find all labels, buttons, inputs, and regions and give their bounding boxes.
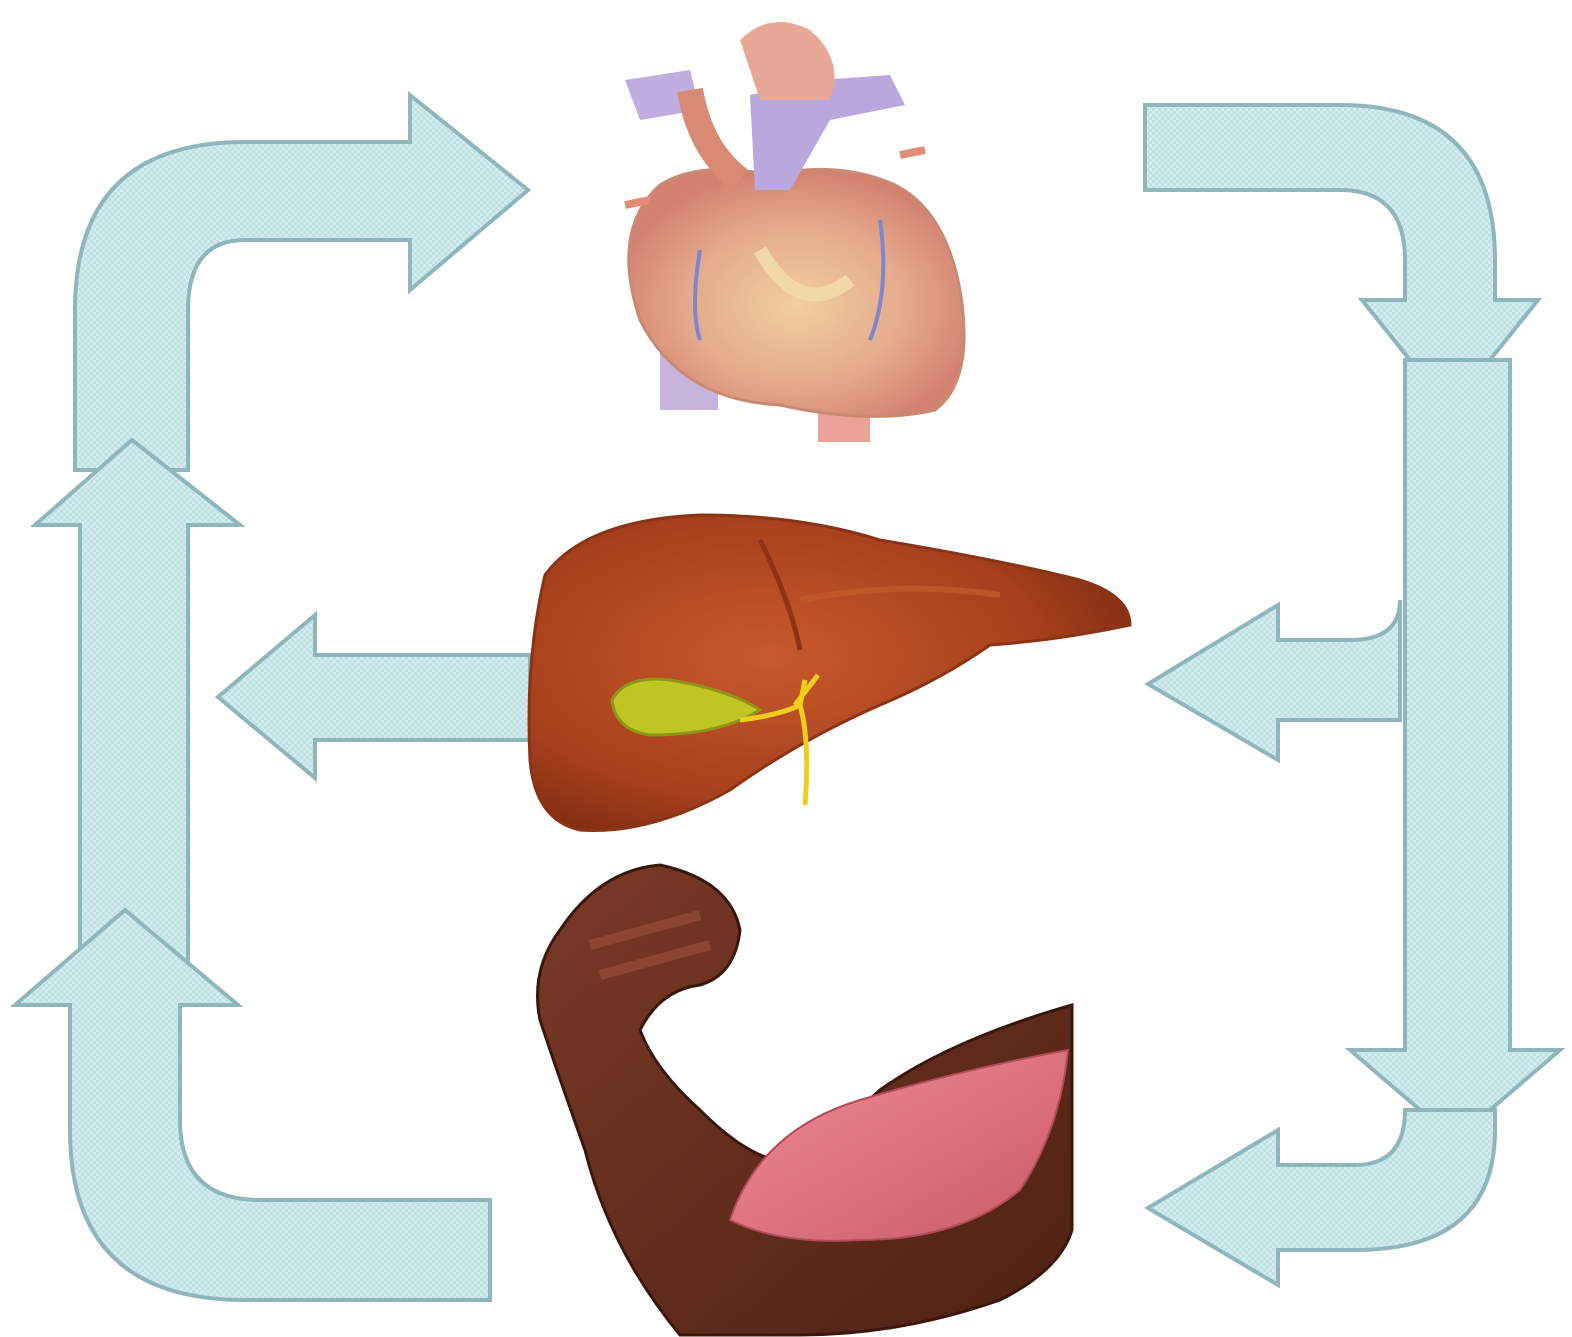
arrow-left-upper — [35, 440, 240, 960]
flexed-arm-muscle-icon — [538, 865, 1073, 1335]
arrow-to-muscle-right — [1148, 1110, 1495, 1285]
heart-icon — [625, 22, 964, 442]
arrow-from-liver-left — [218, 615, 530, 778]
arrow-right-lower-down — [1350, 360, 1560, 1140]
liver-icon — [529, 515, 1130, 831]
arrow-to-liver-right — [1148, 600, 1400, 760]
arrow-left-lower — [15, 910, 490, 1300]
arrow-up-to-heart — [75, 95, 528, 470]
